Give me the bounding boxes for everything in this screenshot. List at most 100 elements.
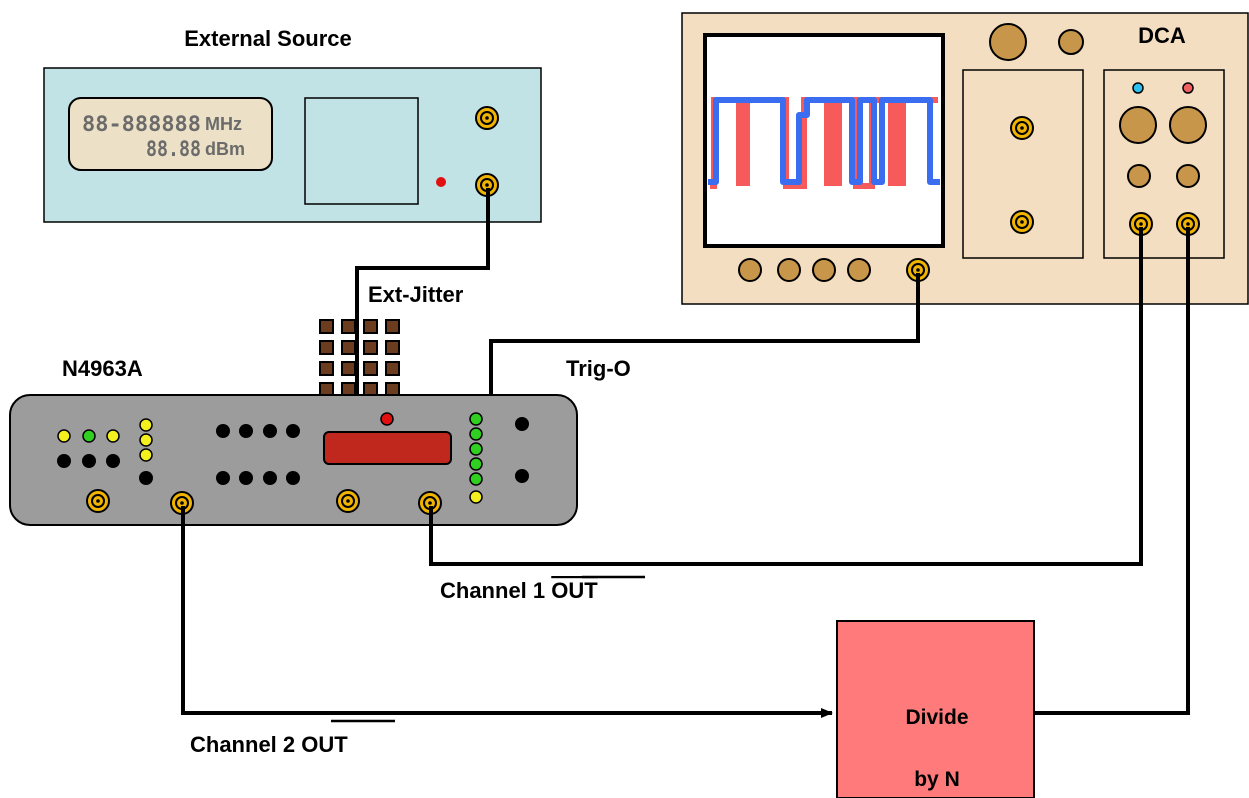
channel1-out-cable [429,227,1143,566]
keypad-key [363,319,378,334]
trig-o-cable [489,273,920,396]
dca-title: DCA [1138,23,1186,48]
divide-to-dca-cable [1034,227,1190,715]
connector-pin-icon [916,268,920,272]
dca-module-knob-2 [1169,106,1207,144]
connector-pin-icon [428,501,432,505]
dca-front-knob-4 [847,258,871,282]
divide-label-line1: Divide [905,706,968,729]
keypad-key [319,340,334,355]
level-led [469,472,483,486]
channel1-out-label: Channel 1 OUT [440,578,598,603]
connector-pin-icon [180,501,184,505]
status-led [139,448,153,462]
n4963a-buttons [57,417,529,485]
dca-instrument: DCA [681,12,1249,305]
panel-button [263,424,277,438]
n4963a-connector-1 [86,489,110,513]
dca-module-knob-3 [1127,164,1151,188]
trig-o-label: Trig-O [566,356,631,381]
panel-button [139,471,153,485]
level-led [469,490,483,504]
frequency-digits: 88-888888 [82,112,201,136]
ext-jitter-label: Ext-Jitter [368,282,464,307]
keypad-key [385,319,400,334]
waveform-red-band [888,100,906,186]
panel-button [515,469,529,483]
external-source-title: External Source [184,26,352,51]
cables [181,188,1190,718]
n4963a-red-led [380,412,394,426]
keypad-key [319,319,334,334]
status-led [139,433,153,447]
dca-front-knob-3 [812,258,836,282]
power-unit: dBm [205,139,245,159]
panel-button [216,424,230,438]
source-connector-output [475,173,499,197]
divide-by-n-box [836,620,1035,798]
dca-blue-led [1132,82,1144,94]
dca-module-knob-1 [1119,106,1157,144]
panel-button [239,471,253,485]
connector-pin-icon [1186,222,1190,226]
dca-module-right [1103,69,1225,259]
connector-pin-icon [1020,126,1024,130]
dca-left-connector-1 [1010,116,1034,140]
keypad-key [363,361,378,376]
keypad-keys [319,319,400,397]
dca-trigger-connector [906,258,930,282]
status-led [139,418,153,432]
status-led [82,429,96,443]
divide-label-line2: by N [914,768,960,791]
status-led [57,429,71,443]
waveform-red-band [736,100,750,186]
connector-pin-icon [96,499,100,503]
source-connector-top [475,106,499,130]
keypad-key [363,340,378,355]
connector-pin-icon [485,116,489,120]
panel-button [286,424,300,438]
channel2-out-label: Channel 2 OUT [190,732,348,757]
panel-button [239,424,253,438]
dca-knob-large [989,23,1027,61]
panel-button [216,471,230,485]
dca-module-knob-4 [1176,164,1200,188]
waveform-blue-trace [708,97,940,185]
panel-button [82,454,96,468]
dca-input-connector-1 [1129,212,1153,236]
source-keypad [304,97,419,205]
dca-front-knob-1 [738,258,762,282]
keypad-key [385,340,400,355]
connector-pin-icon [485,183,489,187]
level-led [469,427,483,441]
panel-button [57,454,71,468]
panel-button [106,454,120,468]
keypad-key [319,361,334,376]
panel-button [286,471,300,485]
level-led [469,457,483,471]
power-digits: 88.88 [146,137,201,161]
n4963a-title: N4963A [62,356,143,381]
connector-pin-icon [1139,222,1143,226]
dca-knob-small [1058,29,1084,55]
source-display [68,97,273,171]
keypad-key [341,361,356,376]
connector-pin-icon [1020,220,1024,224]
frequency-unit: MHz [205,114,242,134]
panel-button [515,417,529,431]
dca-red-led [1182,82,1194,94]
level-led [469,442,483,456]
dca-left-connector-2 [1010,210,1034,234]
connector-pin-icon [346,499,350,503]
level-led [469,412,483,426]
ext-jitter-cable [355,188,490,396]
external-source-instrument: 88-888888 MHz 88.88 dBm [43,67,542,397]
status-led [106,429,120,443]
n4963a-connector-3 [336,489,360,513]
waveform-traces [708,97,940,189]
n4963a-leds [57,412,483,504]
channel2-out-cable [181,506,833,718]
source-red-led [436,177,446,187]
waveform-red-band [824,100,842,186]
